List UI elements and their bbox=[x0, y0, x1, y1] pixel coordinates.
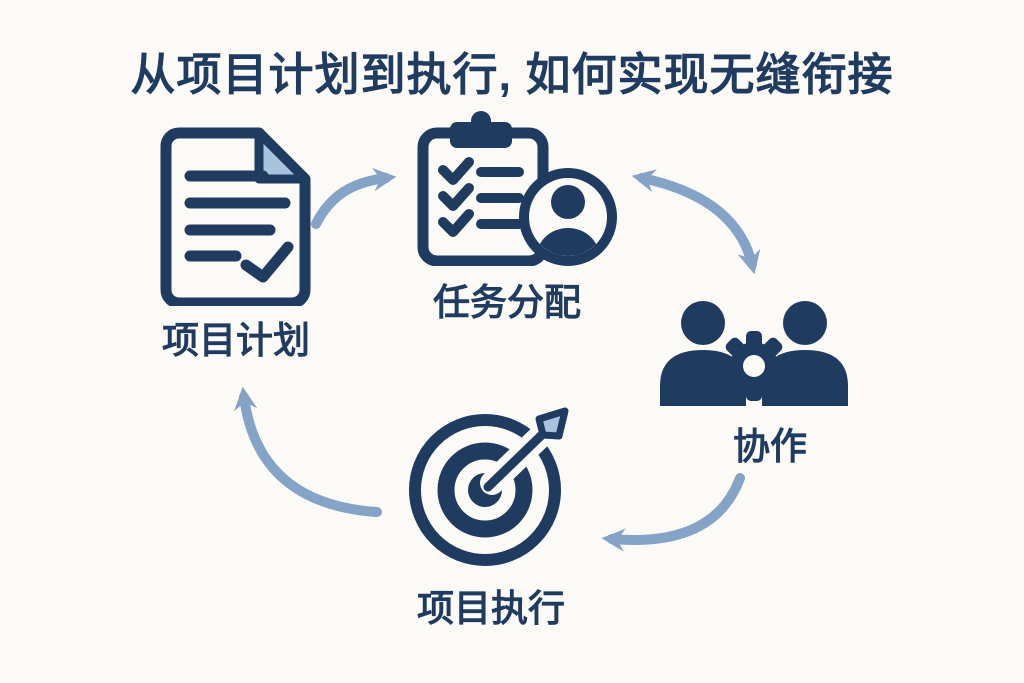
label-project-execution: 项目执行 bbox=[417, 588, 565, 629]
clipboard-person-icon bbox=[417, 111, 617, 266]
label-task-allocation: 任务分配 bbox=[433, 282, 581, 323]
arrow-plan-to-tasks bbox=[311, 167, 397, 229]
arrow-collab-to-execution bbox=[601, 473, 745, 552]
arrow-tasks-collab-double bbox=[631, 169, 761, 275]
page-title: 从项目计划到执行, 如何实现无缝衔接 bbox=[130, 49, 894, 100]
document-check-icon bbox=[160, 127, 311, 306]
label-collaboration: 协作 bbox=[733, 426, 807, 467]
people-gear-icon bbox=[660, 301, 848, 406]
arrow-execution-to-plan bbox=[234, 386, 382, 517]
label-project-plan: 项目计划 bbox=[162, 320, 310, 361]
target-arrow-icon bbox=[409, 407, 569, 566]
